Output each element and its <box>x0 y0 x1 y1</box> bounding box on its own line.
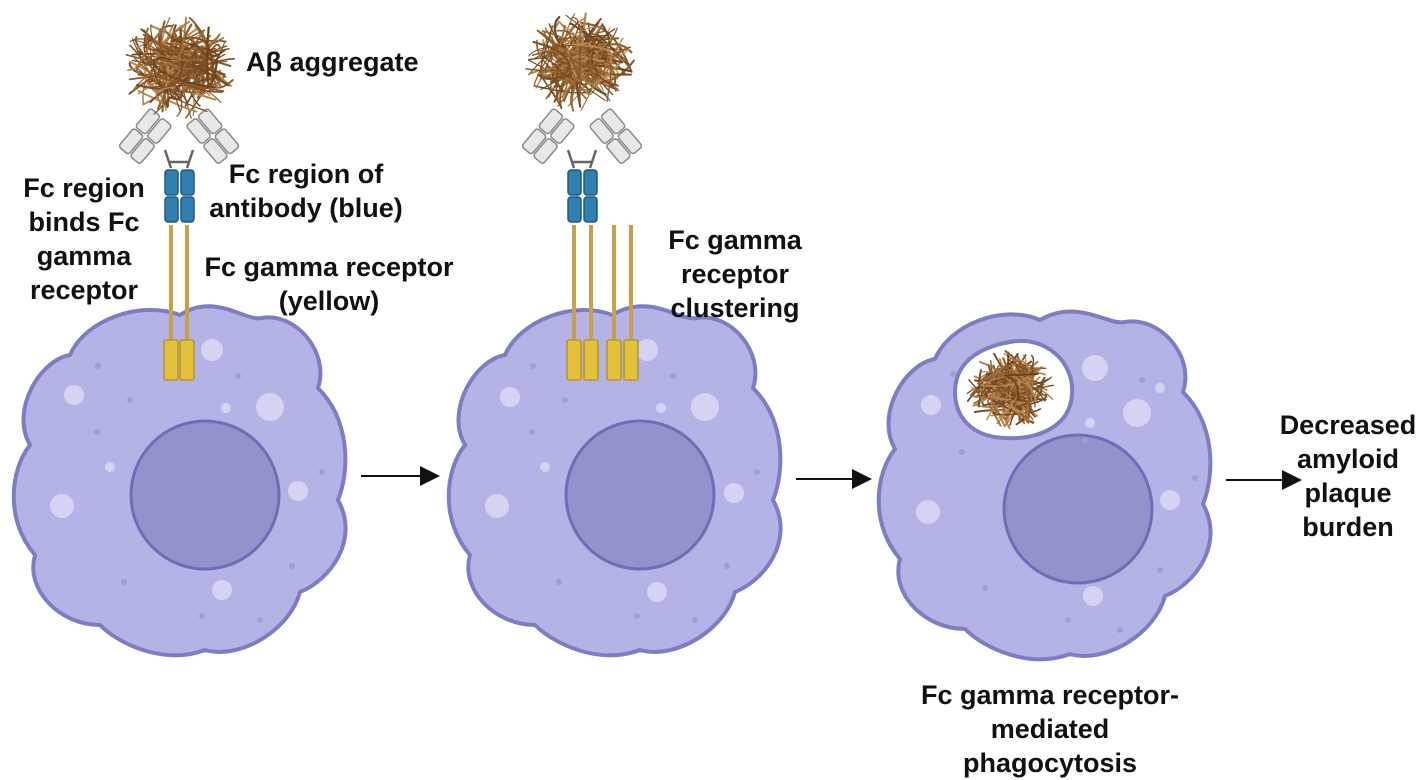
amyloid-fibril <box>177 16 193 59</box>
engulfed-abeta-aggregate-3 <box>966 350 1054 430</box>
macrophage-cell-2 <box>446 304 783 658</box>
amyloid-fibril <box>992 408 1042 416</box>
amyloid-fibril <box>1003 372 1039 401</box>
fab-arm-left <box>118 108 172 164</box>
label-phagocytosis: Fc gamma receptor- mediated phagocytosis <box>920 680 1180 778</box>
amyloid-fibril <box>153 56 230 89</box>
receptor-stalk <box>169 225 173 343</box>
amyloid-fibril <box>155 86 176 111</box>
amyloid-fibril <box>532 40 571 80</box>
amyloid-fibril <box>134 57 183 96</box>
amyloid-fibril <box>145 29 201 61</box>
diagram-canvas <box>11 12 1302 662</box>
macrophage-cell-1 <box>11 304 348 658</box>
receptor-stalk <box>185 225 189 343</box>
amyloid-fibril <box>135 26 166 74</box>
amyloid-fibril <box>146 74 225 93</box>
abeta-aggregate-1 <box>125 16 235 119</box>
amyloid-fibril <box>567 54 591 80</box>
amyloid-fibril <box>159 45 195 79</box>
amyloid-fibril <box>205 26 219 86</box>
amyloid-fibril <box>153 57 208 113</box>
label-decreased-burden: Decreased amyloid plaque burden <box>1279 410 1417 542</box>
amyloid-fibril <box>577 43 608 82</box>
label-abeta-aggregate: Aβ aggregate <box>246 47 419 77</box>
amyloid-fibril <box>546 34 582 65</box>
fc-region-blue <box>164 169 179 196</box>
amyloid-fibril <box>971 395 1000 414</box>
amyloid-fibril <box>550 23 581 60</box>
amyloid-fibril <box>544 73 595 111</box>
label-fc-region-antibody: Fc region of antibody (blue) <box>209 159 403 223</box>
amyloid-fibril <box>571 42 613 56</box>
amyloid-fibril <box>171 36 211 78</box>
amyloid-fibril <box>140 45 227 63</box>
granules-1 <box>94 363 325 623</box>
nucleus-2 <box>564 419 716 571</box>
amyloid-fibril <box>569 22 611 45</box>
amyloid-fibril <box>539 50 600 57</box>
amyloid-fibril <box>975 363 1008 399</box>
amyloid-fibril <box>992 381 1017 406</box>
vesicles-2 <box>485 339 744 602</box>
label-fc-region-binds: Fc region binds Fc gamma receptor <box>23 173 145 305</box>
antibody-1 <box>118 108 240 223</box>
amyloid-fibril <box>174 88 183 117</box>
fc-region-blue <box>164 196 179 223</box>
nucleus-1 <box>129 419 281 571</box>
amyloid-fibril <box>578 44 595 104</box>
amyloid-fibril <box>988 383 999 393</box>
amyloid-fibril <box>969 367 1002 404</box>
vesicles-3 <box>916 355 1180 606</box>
vesicles-1 <box>50 339 308 600</box>
fc-region-blue <box>180 169 195 196</box>
fc-gamma-receptor-cluster-2 <box>566 225 639 381</box>
receptor-intracellular <box>163 339 179 381</box>
granules-3 <box>950 371 1198 633</box>
amyloid-fibril <box>979 375 1021 417</box>
amyloid-fibril <box>165 41 215 65</box>
fab-arm-right <box>186 108 240 164</box>
amyloid-fibril <box>153 50 198 115</box>
receptor-intracellular <box>179 339 195 381</box>
amyloid-fibril <box>1009 381 1037 423</box>
amyloid-fibril <box>981 358 1031 387</box>
amyloid-fibril <box>525 61 612 102</box>
amyloid-fibril <box>591 28 616 87</box>
antibody-2 <box>521 108 643 223</box>
fc-gamma-receptor-pair-1 <box>163 225 195 381</box>
amyloid-fibril <box>580 12 624 85</box>
amyloid-fibril <box>1010 363 1031 424</box>
amyloid-fibril <box>567 26 614 62</box>
macrophage-cell-3 <box>876 309 1213 662</box>
amyloid-fibril <box>150 24 191 68</box>
amyloid-fibril <box>1011 368 1036 403</box>
amyloid-fibril <box>1021 376 1054 400</box>
amyloid-fibril <box>135 28 183 90</box>
label-receptor-clustering: Fc gamma receptor clustering <box>668 225 802 323</box>
hinge <box>163 149 195 169</box>
label-fc-gamma-receptor-yellow: Fc gamma receptor (yellow) <box>204 252 454 316</box>
amyloid-fibril <box>1015 376 1053 402</box>
nucleus-3 <box>1002 433 1154 585</box>
fc-region-blue <box>180 196 195 223</box>
granules-2 <box>529 363 760 623</box>
abeta-aggregate-2 <box>525 12 635 112</box>
amyloid-fibril <box>125 53 200 81</box>
